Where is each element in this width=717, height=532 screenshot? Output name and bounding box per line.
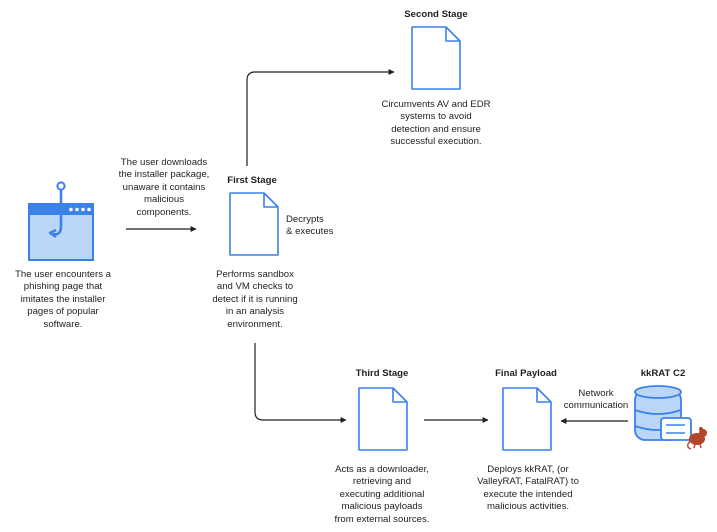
third-stage-document-icon [358,387,408,451]
third-stage-title: Third Stage [355,368,409,379]
c2-title: kkRAT C2 [640,368,686,379]
phishing-description: The user encounters a phishing page that… [15,269,111,330]
final-payload-document-icon [502,387,552,451]
first-stage-description: Performs sandbox and VM checks to detect… [212,269,298,330]
rat-icon [687,427,707,450]
final-payload-title: Final Payload [495,368,557,379]
download-description: The user downloads the installer package… [118,157,210,218]
first-stage-title: First Stage [227,175,277,186]
c2-action: Network communication [563,388,629,412]
arrow-first-to-second-stage [246,69,395,166]
arrow-first-to-third-stage [254,343,347,423]
second-stage-description: Circumvents AV and EDR systems to avoid … [381,99,491,148]
final-payload-description: Deploys kkRAT, (or ValleyRAT, FatalRAT) … [477,464,579,513]
phishing-page-icon [28,181,94,261]
second-stage-document-icon [411,26,461,90]
first-stage-action: Decrypts & executes [286,214,334,238]
c2-server-icon [634,385,707,450]
third-stage-description: Acts as a downloader, retrieving and exe… [334,464,430,525]
second-stage-title: Second Stage [404,9,468,20]
first-stage-document-icon [229,192,279,256]
